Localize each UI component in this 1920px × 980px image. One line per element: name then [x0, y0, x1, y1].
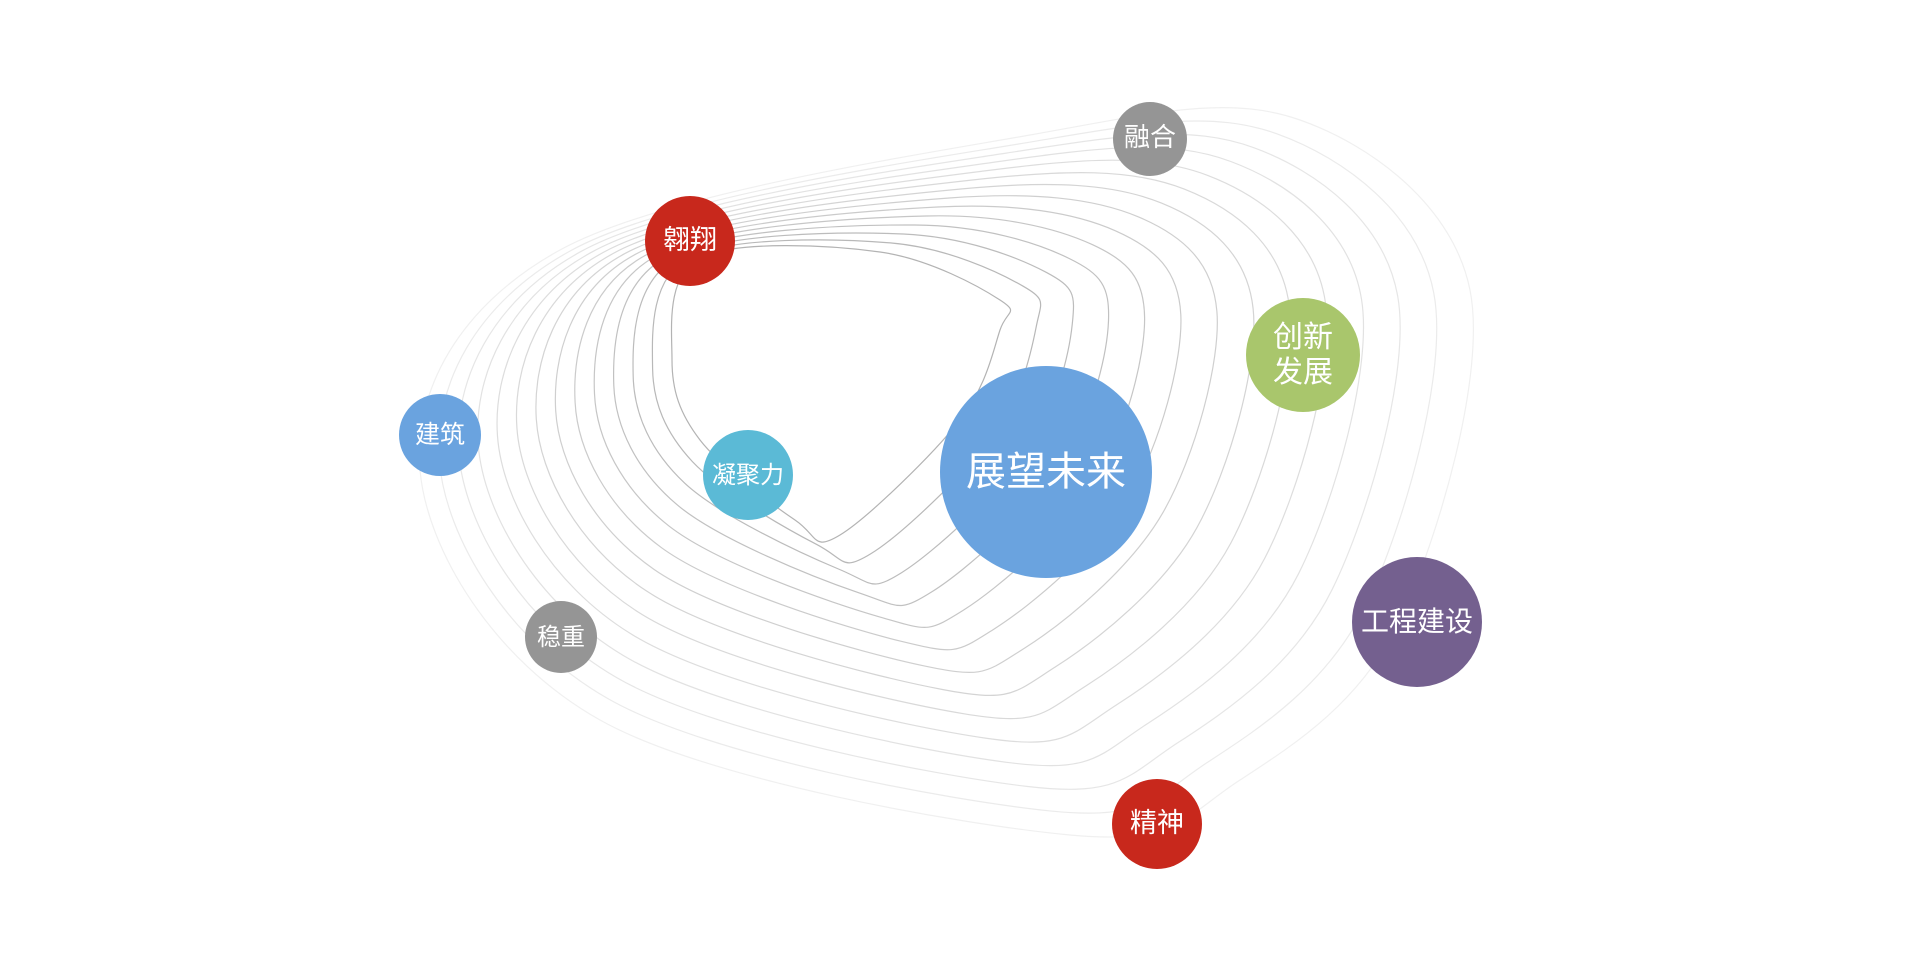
- bubble-aoxiang[interactable]: 翱翔: [645, 196, 735, 286]
- bubble-zhanwang-weilai-label: 展望未来: [966, 449, 1126, 495]
- contour-ring: [418, 107, 1474, 838]
- contour-ring: [593, 215, 1146, 628]
- bubble-wenzhong-label: 稳重: [537, 622, 585, 651]
- bubble-gongcheng-jianshe[interactable]: 工程建设: [1352, 557, 1482, 687]
- contour-ring: [554, 195, 1218, 674]
- bubble-aoxiang-label: 翱翔: [663, 224, 717, 256]
- bubble-ningjuli[interactable]: 凝聚力: [703, 430, 793, 520]
- contour-ring: [477, 146, 1365, 767]
- bubble-jianzhu[interactable]: 建筑: [399, 394, 481, 476]
- bubble-chuangxin-line2: 发展: [1273, 355, 1333, 390]
- contour-ring: [496, 159, 1328, 743]
- bubble-ronghe[interactable]: 融合: [1113, 102, 1187, 176]
- contour-ring: [457, 133, 1401, 790]
- bubble-jingshen[interactable]: 精神: [1112, 779, 1202, 869]
- bubble-ronghe-label: 融合: [1123, 123, 1176, 154]
- bubble-zhanwang-weilai[interactable]: 展望未来: [940, 366, 1152, 578]
- contour-ring: [574, 205, 1182, 651]
- bubble-chuangxin-line1: 创新: [1273, 319, 1333, 355]
- bubble-chuangxin-fazhan-label: 创新 发展: [1273, 320, 1333, 391]
- contour-ring: [535, 183, 1255, 696]
- contour-ring: [515, 172, 1291, 720]
- bubble-wenzhong[interactable]: 稳重: [525, 601, 597, 673]
- bubble-chuangxin-fazhan[interactable]: 创新 发展: [1246, 298, 1360, 412]
- bubble-jianzhu-label: 建筑: [414, 420, 465, 449]
- bubble-ningjuli-label: 凝聚力: [712, 460, 784, 489]
- bubble-jingshen-label: 精神: [1130, 807, 1184, 839]
- contour-ring: [438, 120, 1438, 814]
- bubble-gongcheng-jianshe-label: 工程建设: [1360, 605, 1473, 639]
